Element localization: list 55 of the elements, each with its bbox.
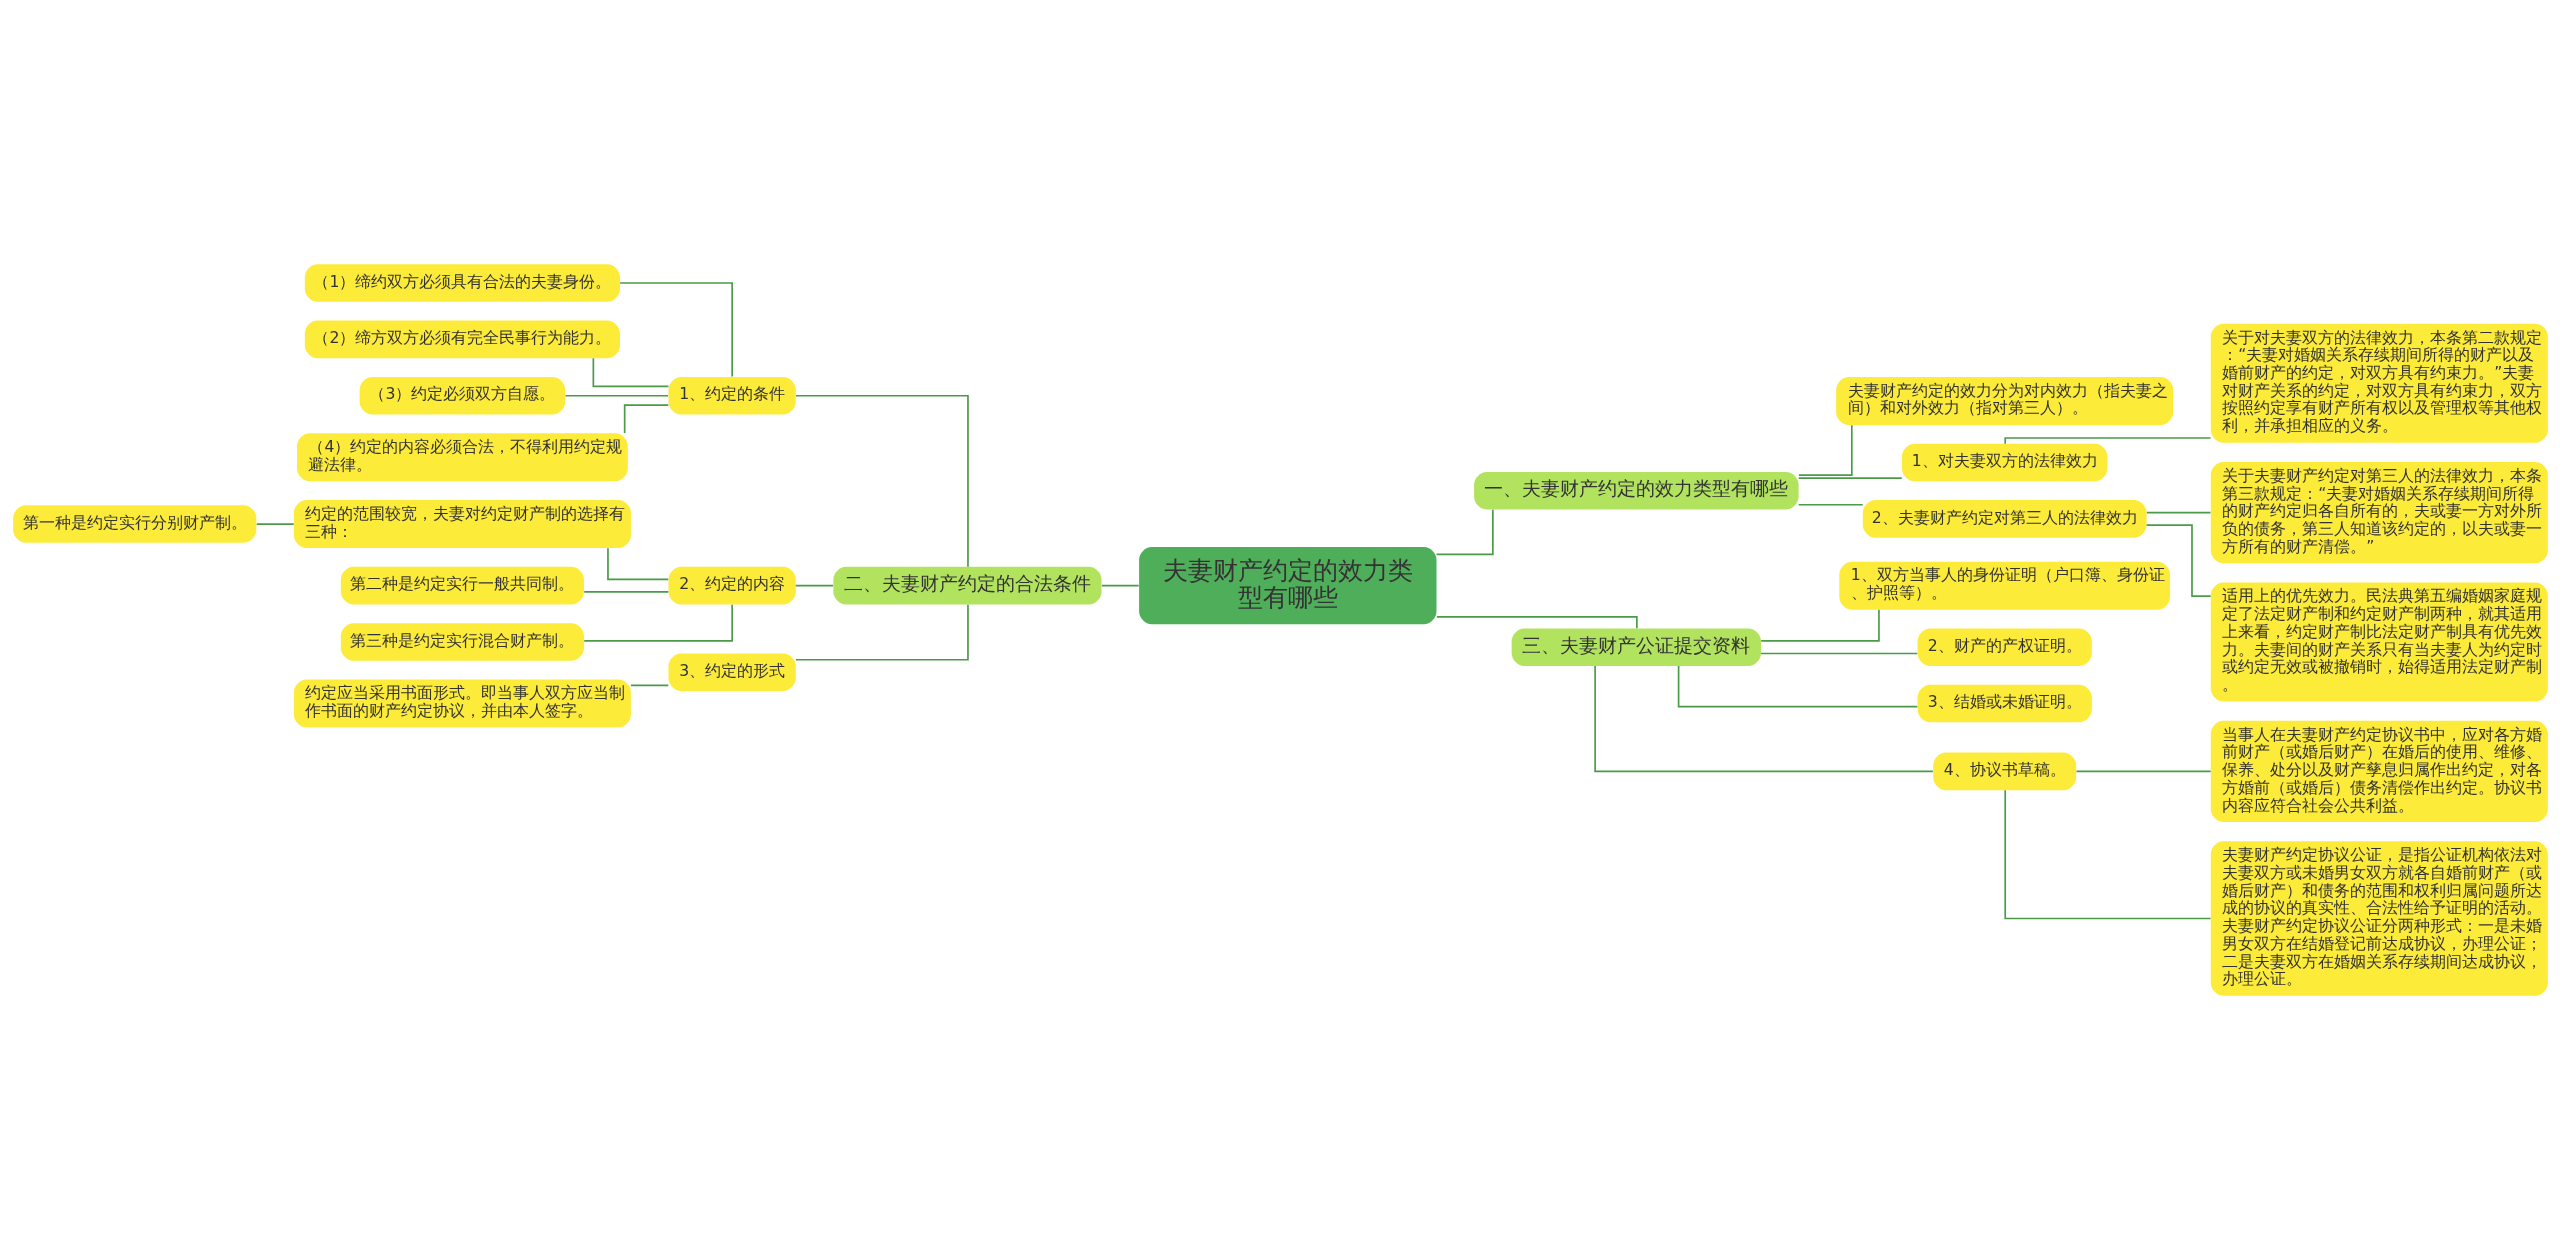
- connector: [1435, 615, 1638, 629]
- node-box: 夫妻财产约定协议公证，是指公证机构依法对夫妻双方或未婚男女双方就各自婚前财产（或婚后财产）和债务的范围和权利归属问题所达成的协议的真实性、合法性给予证明的活动。夫妻财产约定协议公证分两种形式：一是未婚男女双方在结婚登记前达成协议，办理公证；二是夫妻双方在婚姻关系存续期间达成协议，办理公证。: [2210, 840, 2548, 996]
- connector: [592, 356, 669, 387]
- node-box: （4）约定的内容必须合法，不得利用约定规避法律。: [296, 432, 628, 481]
- node-box: 约定应当采用书面形式。即当事人双方应当制作书面的财产约定协议，并由本人签字。: [293, 679, 631, 728]
- node-box: 约定的范围较宽，夫妻对约定财产制的选择有三种：: [293, 499, 631, 548]
- connector: [1435, 508, 1494, 555]
- connector: [582, 590, 669, 593]
- node-box: 夫妻财产约定的效力类型有哪些: [1138, 546, 1436, 624]
- connector: [606, 546, 669, 580]
- node-box: 2、约定的内容: [668, 566, 796, 604]
- connector: [2075, 770, 2211, 772]
- connector: [2003, 436, 2211, 444]
- connector: [2145, 511, 2211, 513]
- node-box: 一、夫妻财产约定的效力类型有哪些: [1473, 471, 1799, 509]
- node-box: 2、夫妻财产约定对第三人的法律效力: [1862, 499, 2147, 538]
- connector: [1759, 608, 1880, 642]
- connector: [582, 603, 733, 642]
- node-box: 二、夫妻财产约定的合法条件: [832, 566, 1102, 604]
- connector: [1593, 664, 1934, 772]
- connector: [1797, 423, 1853, 476]
- node-box: 1、双方当事人的身份证明（户口簿、身份证、护照等）。: [1838, 561, 2170, 610]
- node-box: 4、协议书草稿。: [1932, 752, 2076, 790]
- connector: [1759, 652, 1918, 654]
- node-box: 关于对夫妻双方的法律效力，本条第二款规定：“夫妻对婚姻关系存续期间所得的财产以及婚前财产的约定，对双方具有约束力。”夫妻对财产关系的约定，对双方具有约束力，双方按照约定享有财产所有权以及管理权等其他权利，并承担相应的义务。: [2210, 323, 2548, 443]
- node-box: （1）缔约双方必须具有合法的夫妻身份。: [304, 263, 620, 302]
- node-box: 关于夫妻财产约定对第三人的法律效力，本条第三款规定：“夫妻对婚姻关系存续期间所得的财产约定归各自所有的，夫或妻一方对外所负的债务，第三人知道该约定的，以夫或妻一方所有的财产清偿。”: [2210, 461, 2548, 563]
- node-box: 三、夫妻财产公证提交资料: [1511, 627, 1761, 666]
- node-box: 3、约定的形式: [668, 653, 796, 691]
- connector: [794, 584, 834, 586]
- node-box: （3）约定必须双方自愿。: [359, 376, 565, 414]
- connector: [2003, 789, 2211, 919]
- node-box: 1、对夫妻双方的法律效力: [1901, 443, 2107, 481]
- node-box: 适用上的优先效力。民法典第五编婚姻家庭规定了法定财产制和约定财产制两种，就其适用上来看，约定财产制比法定财产制具有优先效力。夫妻间的财产关系只有当夫妻人为约定时或约定无效或被撤销时，始得适用法定财产制。: [2210, 582, 2548, 701]
- node-box: （2）缔方双方必须有完全民事行为能力。: [304, 320, 620, 358]
- connector: [1677, 664, 1918, 708]
- node-box: 第三种是约定实行混合财产制。: [340, 622, 584, 661]
- connector: [1797, 503, 1863, 506]
- connector: [794, 394, 969, 568]
- connector: [1797, 476, 1903, 479]
- connector: [794, 603, 969, 661]
- node-box: 第一种是约定实行分别财产制。: [12, 504, 256, 543]
- node-box: 第二种是约定实行一般共同制。: [340, 566, 584, 604]
- connector: [629, 683, 669, 686]
- connector: [2145, 523, 2211, 597]
- node-box: 夫妻财产约定的效力分为对内效力（指夫妻之间）和对外效力（指对第三人）。: [1835, 376, 2173, 425]
- node-box: 3、结婚或未婚证明。: [1917, 684, 2092, 722]
- connector: [564, 394, 669, 397]
- connector: [618, 281, 733, 377]
- node-box: 2、财产的产权证明。: [1917, 627, 2092, 666]
- node-box: 当事人在夫妻财产约定协议书中，应对各方婚前财产（或婚后财产）在婚后的使用、维修、保养、处分以及财产孳息归属作出约定，对各方婚前（或婚后）债务清偿作出约定。协议书内容应符合社会公共利益。: [2210, 720, 2548, 822]
- connector: [255, 522, 295, 525]
- connector: [1100, 584, 1140, 586]
- connector: [623, 403, 669, 434]
- node-box: 1、约定的条件: [668, 376, 796, 414]
